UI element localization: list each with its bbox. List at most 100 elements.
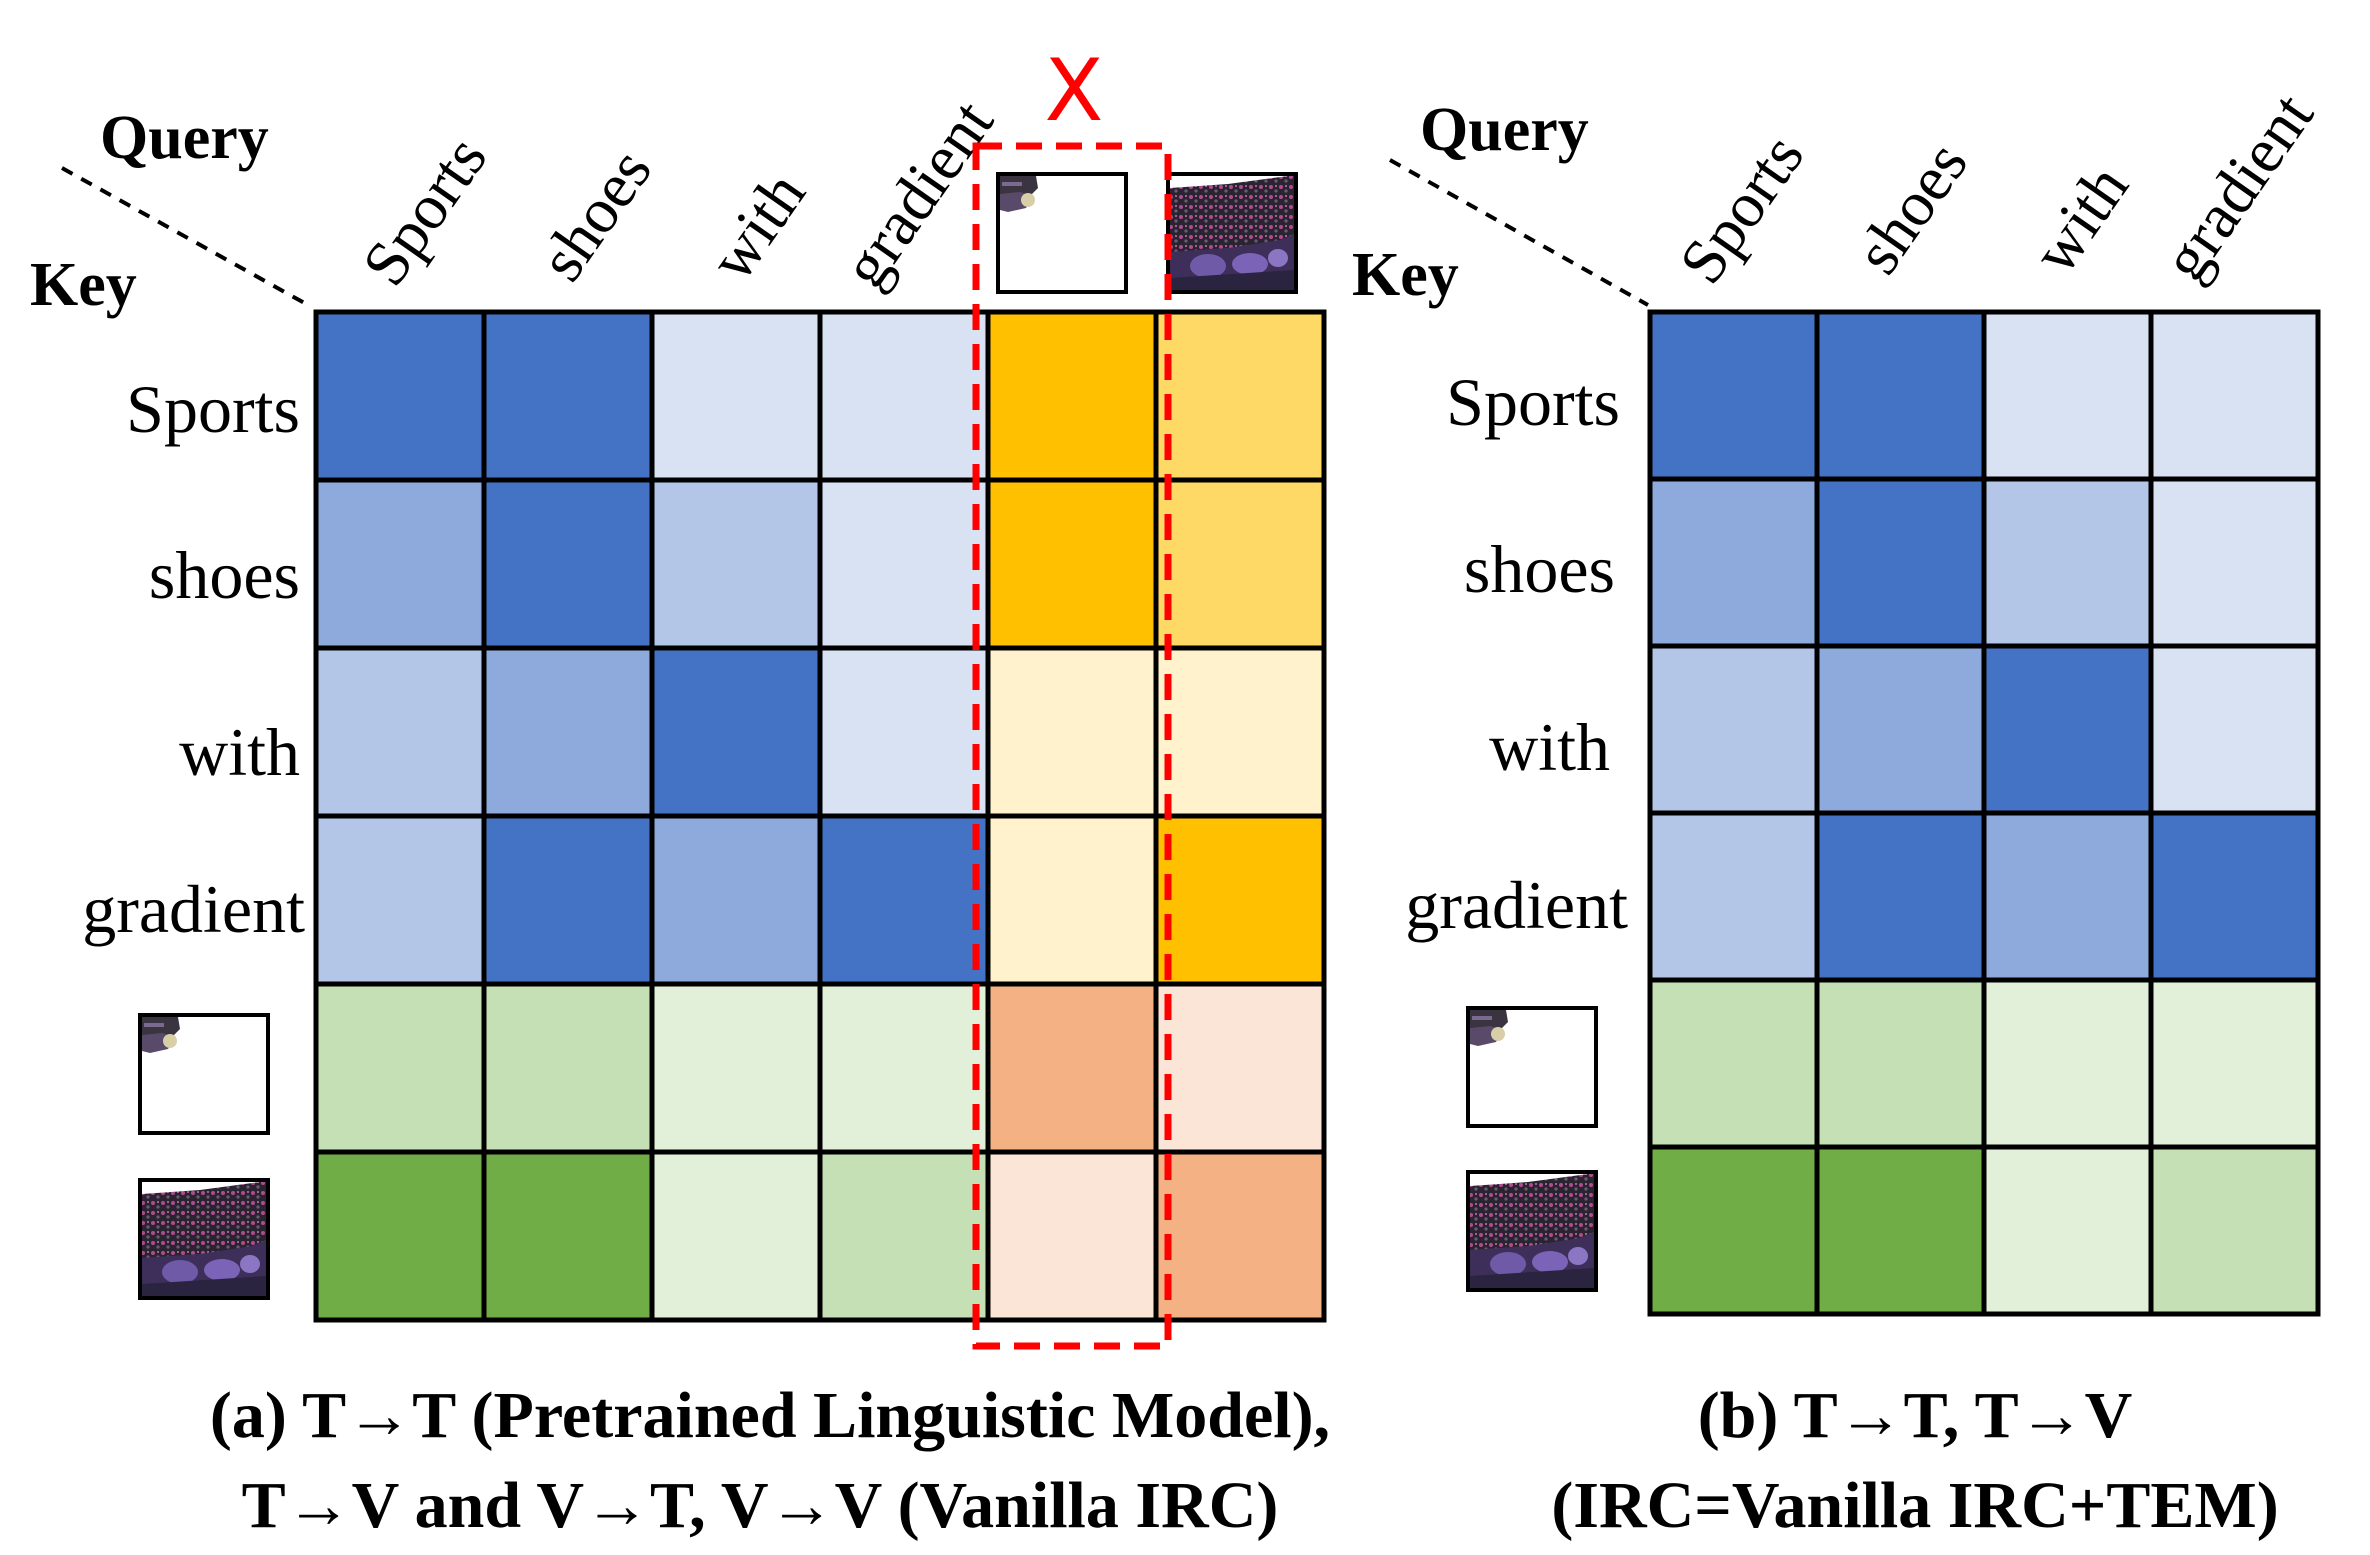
column-label: shoes	[1841, 129, 1981, 286]
attention-cell	[985, 309, 1159, 483]
attention-cell	[1647, 1144, 1820, 1317]
attention-cell	[649, 813, 823, 987]
attention-cell	[1153, 309, 1327, 483]
panel-a-image-rows	[138, 1013, 270, 1300]
attention-cell	[817, 1149, 991, 1323]
key-label: Key	[1352, 241, 1459, 309]
attention-cell	[1647, 643, 1820, 816]
image-patch-shoe-icon	[1166, 172, 1298, 294]
attention-cell	[481, 813, 655, 987]
attention-cell	[817, 813, 991, 987]
panel-a-image-columns	[996, 172, 1298, 294]
attention-cell	[1814, 977, 1987, 1150]
row-label: shoes	[1464, 531, 1615, 607]
panel-a: Query Key Sports shoes with gradient Spo…	[30, 41, 1330, 1542]
panel-a-row-labels: Sports shoes with gradient	[82, 371, 305, 947]
attention-cell	[1981, 643, 2154, 816]
attention-cell	[649, 1149, 823, 1323]
attention-cell	[313, 1149, 487, 1323]
attention-cell	[1981, 309, 2154, 482]
panel-b-caption: (b) T→T, T→V (IRC=Vanilla IRC+TEM)	[1551, 1379, 2278, 1542]
row-label: Sports	[126, 371, 300, 447]
panel-a-column-labels: Sports shoes with gradient	[348, 87, 1007, 300]
image-patch-empty-icon	[996, 172, 1128, 294]
attention-cell	[817, 645, 991, 819]
attention-cell	[1814, 309, 1987, 482]
attention-cell	[481, 477, 655, 651]
attention-cell	[1647, 977, 1820, 1150]
attention-cell	[985, 645, 1159, 819]
attention-cell	[481, 309, 655, 483]
attention-cell	[481, 1149, 655, 1323]
attention-cell	[985, 477, 1159, 651]
attention-cell	[1647, 810, 1820, 983]
attention-cell	[1981, 1144, 2154, 1317]
attention-cell	[985, 981, 1159, 1155]
attention-cell	[481, 645, 655, 819]
row-label: gradient	[1405, 867, 1628, 943]
column-label: gradient	[2148, 80, 2327, 293]
attention-cell	[1981, 810, 2154, 983]
row-label: shoes	[149, 537, 300, 613]
query-label: Query	[1420, 96, 1589, 164]
attention-cell	[649, 477, 823, 651]
attention-cell	[1814, 643, 1987, 816]
row-label: with	[179, 714, 300, 790]
column-label: Sports	[1665, 121, 1817, 296]
attention-cell	[1153, 645, 1327, 819]
panel-a-attention-grid	[313, 309, 1327, 1323]
image-patch-empty-icon	[1466, 1006, 1598, 1128]
attention-cell	[817, 309, 991, 483]
column-label: shoes	[525, 136, 665, 293]
column-label: with	[2018, 152, 2141, 286]
attention-cell	[649, 309, 823, 483]
panel-b: Query Key Sports shoes with gradient Spo…	[1352, 80, 2327, 1542]
panel-a-header: Query Key	[30, 104, 309, 319]
attention-cell	[2148, 1144, 2321, 1317]
panel-b-row-labels: Sports shoes with gradient	[1405, 364, 1628, 943]
image-patch-shoe-icon	[1466, 1170, 1598, 1292]
attention-cell	[649, 645, 823, 819]
attention-cell	[1647, 476, 1820, 649]
attention-cell	[649, 981, 823, 1155]
attention-cell	[481, 981, 655, 1155]
attention-cell	[985, 1149, 1159, 1323]
attention-cell	[817, 981, 991, 1155]
key-label: Key	[30, 251, 137, 319]
attention-cell	[1153, 1149, 1327, 1323]
column-label: gradient	[828, 87, 1007, 300]
query-label: Query	[100, 104, 269, 172]
attention-cell	[1814, 810, 1987, 983]
panel-b-image-rows	[1466, 1006, 1598, 1292]
diagonal-divider	[61, 166, 309, 307]
panel-b-header: Query Key	[1352, 96, 1649, 309]
panel-b-attention-grid	[1647, 309, 2321, 1317]
attention-cell	[1647, 309, 1820, 482]
column-label: with	[695, 159, 818, 293]
image-patch-empty-icon	[138, 1013, 270, 1135]
attention-cell	[1153, 477, 1327, 651]
excluded-mark: X	[1045, 41, 1104, 141]
attention-cell	[2148, 977, 2321, 1150]
excluded-column-highlight: X	[972, 41, 1172, 1350]
attention-cell	[1981, 977, 2154, 1150]
image-patch-shoe-icon	[138, 1178, 270, 1300]
attention-cell	[1814, 1144, 1987, 1317]
panel-b-column-labels: Sports shoes with gradient	[1665, 80, 2327, 296]
panel-a-caption: (a) T→T (Pretrained Linguistic Model), T…	[210, 1379, 1330, 1542]
row-label: with	[1489, 709, 1610, 785]
attention-cell	[313, 645, 487, 819]
attention-cell	[2148, 309, 2321, 482]
attention-cell	[985, 813, 1159, 987]
caption-line-2: T→V and V→T, V→V (Vanilla IRC)	[242, 1469, 1279, 1542]
attention-cell	[817, 477, 991, 651]
dashed-box	[972, 142, 1172, 1350]
attention-cell	[313, 309, 487, 483]
attention-cell	[1814, 476, 1987, 649]
attention-cell	[2148, 810, 2321, 983]
attention-cell	[1981, 476, 2154, 649]
attention-cell	[2148, 643, 2321, 816]
attention-cell	[313, 813, 487, 987]
caption-line-1: (b) T→T, T→V	[1698, 1379, 2133, 1452]
attention-cell	[1153, 981, 1327, 1155]
